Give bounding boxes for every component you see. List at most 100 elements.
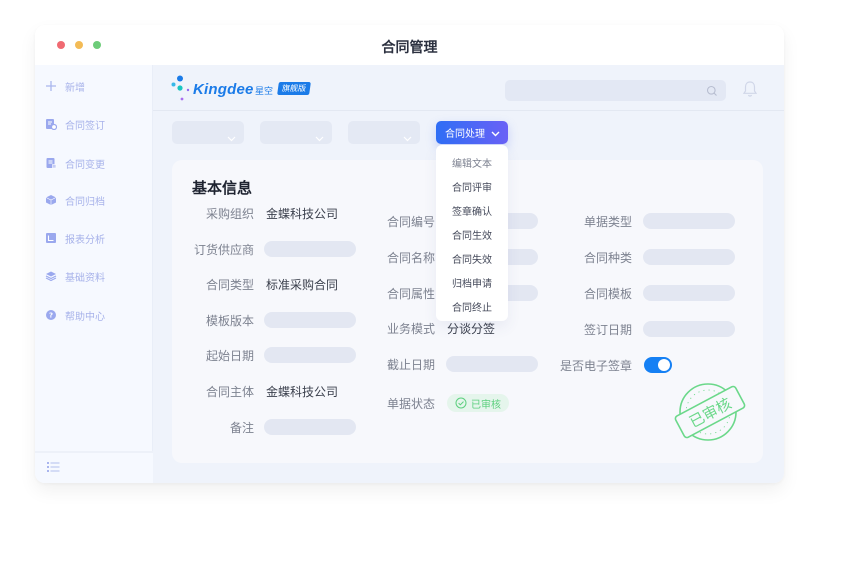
field-label: 合同属性 <box>387 286 436 301</box>
svg-text:?: ? <box>49 312 53 320</box>
sidebar-item-basic-data[interactable]: 基础资料 <box>45 266 105 286</box>
remark-input[interactable] <box>264 419 356 435</box>
menu-item-contract-terminate[interactable]: 合同终止 <box>452 303 492 314</box>
field-label: 是否电子签章 <box>560 358 633 373</box>
field-label: 备注 <box>229 420 254 435</box>
field-label: 合同类型 <box>205 277 254 292</box>
status-badge: 已审核 <box>447 394 509 412</box>
window-title: 合同管理 <box>381 39 438 55</box>
sidebar-item-label: 基础资料 <box>65 272 105 284</box>
template-version-input[interactable] <box>264 312 356 328</box>
dropdown-label: 合同处理 <box>445 129 485 140</box>
sidebar-item-contract-change[interactable]: 合同变更 <box>45 153 105 173</box>
approved-stamp: 已审核 <box>670 378 750 448</box>
field-doc-type: 单据类型 <box>560 212 735 230</box>
sidebar-item-label: 合同归档 <box>65 196 105 208</box>
sidebar-item-contract-sign[interactable]: 合同签订 <box>45 114 105 134</box>
sign-date-input[interactable] <box>643 321 735 337</box>
sidebar-item-label: 合同签订 <box>65 120 105 132</box>
field-start-date: 起始日期 <box>190 346 356 364</box>
maximize-window-button[interactable] <box>93 41 101 49</box>
sidebar-item-add[interactable]: 新增 <box>45 76 85 96</box>
app-window: 合同管理 新增 合同签订 合同变更 合同归档 <box>35 25 784 483</box>
menu-item-contract-review[interactable]: 合同评审 <box>452 183 492 194</box>
end-date-input[interactable] <box>446 356 538 372</box>
field-sign-date: 签订日期 <box>560 320 735 338</box>
sidebar-footer <box>35 451 153 483</box>
field-value: 金蝶科技公司 <box>266 206 339 221</box>
sidebar-item-label: 报表分析 <box>65 234 105 246</box>
sidebar: 新增 合同签订 合同变更 合同归档 报表分析 <box>35 65 153 483</box>
field-remark: 备注 <box>190 418 356 436</box>
field-label: 合同主体 <box>205 384 254 399</box>
filter-dropdown-1[interactable] <box>172 121 244 144</box>
e-signature-toggle[interactable] <box>644 357 672 373</box>
field-label: 合同编号 <box>387 214 436 229</box>
contract-process-dropdown[interactable]: 合同处理 <box>436 121 508 144</box>
bell-icon[interactable] <box>742 80 758 103</box>
menu-item-contract-effective[interactable]: 合同生效 <box>452 231 492 242</box>
field-label: 单据状态 <box>387 396 436 411</box>
contract-sign-icon <box>45 118 57 130</box>
start-date-input[interactable] <box>264 347 356 363</box>
chevron-down-icon <box>315 129 324 147</box>
field-contract-kind: 合同种类 <box>560 248 735 266</box>
sidebar-item-report[interactable]: 报表分析 <box>45 228 105 248</box>
help-icon: ? <box>45 309 57 321</box>
sidebar-item-label: 新增 <box>65 82 85 94</box>
sidebar-item-label: 合同变更 <box>65 159 105 171</box>
chevron-down-icon <box>403 129 412 147</box>
menu-item-edit-text[interactable]: 编辑文本 <box>452 159 492 170</box>
field-label: 合同模板 <box>583 286 632 301</box>
logo-product: 星空 <box>255 86 274 96</box>
search-icon[interactable] <box>706 84 718 102</box>
search-input[interactable] <box>505 80 726 101</box>
field-doc-status: 单据状态 已审核 <box>387 394 509 412</box>
field-label: 采购组织 <box>205 206 254 221</box>
kingdee-logo: Kingdee 星空 旗舰版 <box>171 75 321 105</box>
field-label: 合同名称 <box>387 250 436 265</box>
archive-box-icon <box>45 194 57 206</box>
logo-brand: Kingdee <box>193 81 254 98</box>
field-end-date: 截止日期 <box>387 355 538 373</box>
list-icon[interactable] <box>47 460 61 478</box>
field-label: 起始日期 <box>205 348 254 363</box>
field-contract-subject: 合同主体 金蝶科技公司 <box>190 382 338 400</box>
check-circle-icon <box>455 397 467 409</box>
layers-icon <box>45 270 57 282</box>
menu-item-archive-request[interactable]: 归档申请 <box>452 279 492 290</box>
card-title: 基本信息 <box>192 180 253 197</box>
toggle-knob <box>658 359 670 371</box>
field-value: 分谈分签 <box>447 321 496 336</box>
contract-change-icon <box>45 157 57 169</box>
close-window-button[interactable] <box>57 41 65 49</box>
filter-dropdown-2[interactable] <box>260 121 332 144</box>
field-label: 截止日期 <box>387 357 436 372</box>
filter-dropdown-3[interactable] <box>348 121 420 144</box>
sidebar-item-contract-archive[interactable]: 合同归档 <box>45 190 105 210</box>
menu-item-seal-confirm[interactable]: 签章确认 <box>452 207 492 218</box>
sidebar-item-help[interactable]: ? 帮助中心 <box>45 305 105 325</box>
report-chart-icon <box>45 232 57 244</box>
field-supplier: 订货供应商 <box>190 240 356 258</box>
field-label: 业务模式 <box>387 321 436 336</box>
chevron-down-icon <box>227 129 236 147</box>
menu-item-contract-invalid[interactable]: 合同失效 <box>452 255 492 266</box>
top-bar: Kingdee 星空 旗舰版 <box>153 65 784 111</box>
supplier-input[interactable] <box>264 241 356 257</box>
contract-process-menu: 编辑文本 合同评审 签章确认 合同生效 合同失效 归档申请 合同终止 <box>436 145 508 321</box>
field-e-signature: 是否电子签章 <box>560 356 672 374</box>
field-contract-template: 合同模板 <box>560 284 735 302</box>
doc-type-input[interactable] <box>643 213 735 229</box>
status-text: 已审核 <box>471 399 501 411</box>
field-value: 金蝶科技公司 <box>266 384 339 399</box>
field-contract-type: 合同类型 标准采购合同 <box>190 275 338 293</box>
logo-edition-badge: 旗舰版 <box>277 82 311 95</box>
field-label: 单据类型 <box>583 214 632 229</box>
plus-icon <box>45 80 57 92</box>
minimize-window-button[interactable] <box>75 41 83 49</box>
contract-kind-input[interactable] <box>643 249 735 265</box>
field-label: 订货供应商 <box>193 242 254 257</box>
contract-template-input[interactable] <box>643 285 735 301</box>
field-template-version: 模板版本 <box>190 311 356 329</box>
